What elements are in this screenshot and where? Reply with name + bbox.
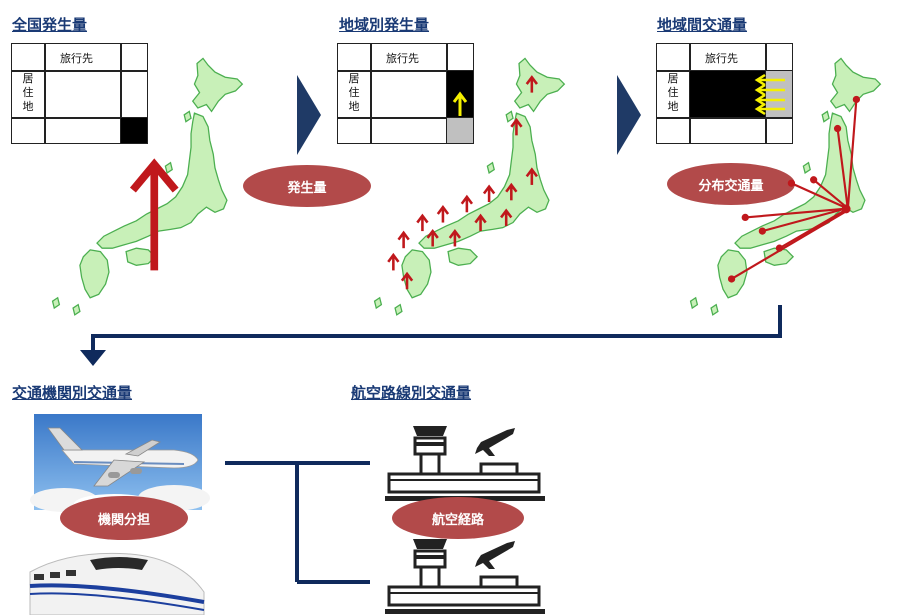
shinkansen-photo <box>29 552 205 615</box>
residence-label: 居住地 <box>667 72 679 113</box>
title-national-generation: 全国発生量 <box>12 16 88 34</box>
od-matrix-national: 旅行先 居住地 <box>11 43 148 144</box>
yellow-up-arrow-icon <box>452 91 468 116</box>
residence-label: 居住地 <box>22 72 34 113</box>
japan-map-national <box>51 57 243 316</box>
chevron-right-icon <box>617 75 641 155</box>
airport-control-tower-icon <box>385 426 545 501</box>
step-route: 航空経路 <box>392 497 524 539</box>
step-distribution: 分布交通量 <box>667 163 795 205</box>
step-modal-split: 機関分担 <box>60 496 188 540</box>
japan-map-regional <box>373 57 565 316</box>
title-interregional-traffic: 地域間交通量 <box>657 16 748 34</box>
od-matrix-interregional: 旅行先 居住地 <box>656 43 793 144</box>
japan-map-interregional <box>689 57 881 316</box>
destination-label: 旅行先 <box>60 52 93 65</box>
national-growth-arrow-icon <box>129 158 179 271</box>
chevron-right-icon <box>297 75 321 155</box>
step-generation: 発生量 <box>243 165 371 207</box>
airport-control-tower-icon <box>385 539 545 614</box>
airplane-icon <box>475 428 515 456</box>
airplane-icon <box>475 541 515 569</box>
title-route-traffic: 航空路線別交通量 <box>351 384 472 402</box>
title-regional-generation: 地域別発生量 <box>339 16 430 34</box>
od-body-cell <box>690 71 765 117</box>
total-cell <box>447 118 473 143</box>
destination-label: 旅行先 <box>386 52 419 65</box>
yellow-left-arrows-icon <box>754 73 785 116</box>
title-modal-traffic: 交通機関別交通量 <box>12 384 133 402</box>
total-cell <box>121 118 147 143</box>
od-flow-arrows-icon <box>727 95 861 283</box>
destination-label: 旅行先 <box>705 52 738 65</box>
regional-arrows-icon <box>387 75 538 290</box>
od-matrix-regional: 旅行先 居住地 <box>337 43 474 144</box>
residence-label: 居住地 <box>348 72 360 113</box>
